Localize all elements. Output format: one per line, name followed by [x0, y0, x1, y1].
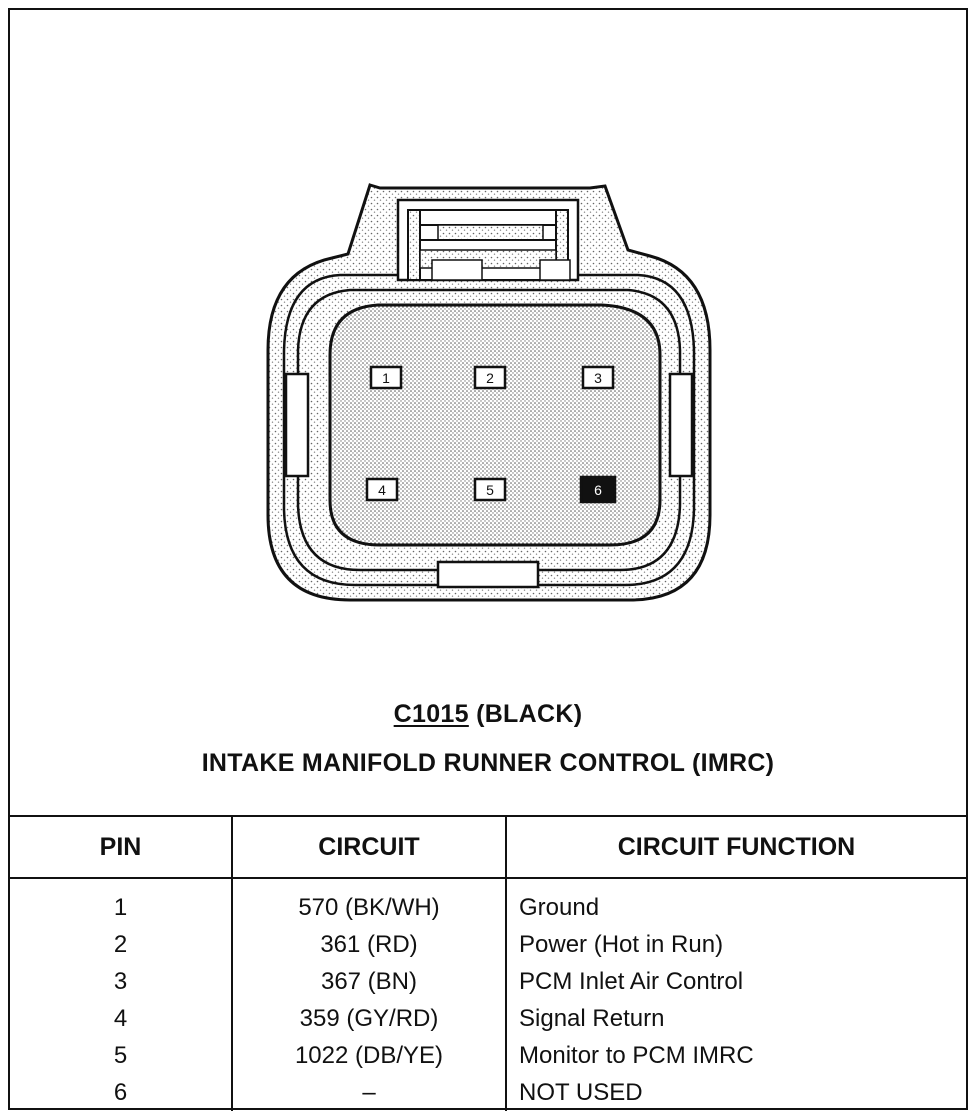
- pin-number: 3: [113, 968, 128, 995]
- circuit-value: 1022 (DB/YE): [231, 1037, 506, 1074]
- circuit-function: Monitor to PCM IMRC: [505, 1037, 966, 1074]
- side-rib-right: [668, 372, 694, 478]
- connector-face-drawing: 1 2 3 4 5 6: [266, 183, 712, 602]
- circuit-value: 367 (BN): [231, 963, 506, 1000]
- pin-5: 5: [473, 477, 507, 502]
- pin-4: 4: [365, 477, 399, 502]
- circuit-value: –: [231, 1074, 506, 1111]
- table-header-row: PIN CIRCUIT CIRCUIT FUNCTION: [10, 815, 966, 879]
- header-pin: PIN: [10, 815, 232, 879]
- table-row: 3 367 (BN) PCM Inlet Air Control: [10, 963, 966, 1000]
- pin-number: 6: [113, 1079, 128, 1106]
- pin-number: 5: [113, 1042, 128, 1069]
- circuit-value: 570 (BK/WH): [231, 878, 506, 926]
- table-row: 6 – NOT USED: [10, 1074, 966, 1111]
- header-circuit: CIRCUIT: [231, 815, 506, 879]
- circuit-value: 361 (RD): [231, 926, 506, 963]
- pin-3: 3: [581, 365, 615, 390]
- circuit-function: Power (Hot in Run): [505, 926, 966, 963]
- locking-latch: [396, 198, 580, 282]
- circuit-function: Signal Return: [505, 1000, 966, 1037]
- connector-id-line: C1015 (BLACK): [10, 700, 966, 729]
- pin-3-label: 3: [594, 370, 602, 386]
- side-rib-left: [284, 372, 310, 478]
- table-row: 2 361 (RD) Power (Hot in Run): [10, 926, 966, 963]
- connector-name: INTAKE MANIFOLD RUNNER CONTROL (IMRC): [201, 749, 775, 777]
- header-circuit-function: CIRCUIT FUNCTION: [505, 815, 966, 879]
- circuit-function: NOT USED: [505, 1074, 966, 1111]
- circuit-function: Ground: [505, 878, 966, 926]
- connector-color: (BLACK): [476, 700, 583, 728]
- circuit-function: PCM Inlet Air Control: [505, 963, 966, 1000]
- table-row: 1 570 (BK/WH) Ground: [10, 878, 966, 926]
- pin-number: 1: [113, 894, 128, 921]
- pin-2: 2: [473, 365, 507, 390]
- pin-number: 4: [113, 1005, 128, 1032]
- pin-1: 1: [369, 365, 403, 390]
- pin-5-label: 5: [486, 482, 494, 498]
- diagram-sheet: 1 2 3 4 5 6 C1015 (BLACK) INTAKE MANIFOL…: [8, 8, 968, 1111]
- pin-face: [328, 303, 662, 547]
- pin-6-label: 6: [594, 482, 602, 498]
- pinout-table: PIN CIRCUIT CIRCUIT FUNCTION 1 570 (BK/W…: [10, 815, 966, 1111]
- pin-1-label: 1: [382, 370, 390, 386]
- pin-4-label: 4: [378, 482, 386, 498]
- connector-housing-ring-inner: [296, 288, 682, 572]
- connector-title-block: C1015 (BLACK) INTAKE MANIFOLD RUNNER CON…: [10, 700, 966, 778]
- table-row: 4 359 (GY/RD) Signal Return: [10, 1000, 966, 1037]
- pin-number: 2: [113, 931, 128, 958]
- connector-id: C1015: [393, 700, 469, 728]
- bottom-key: [436, 560, 540, 589]
- circuit-value: 359 (GY/RD): [231, 1000, 506, 1037]
- connector-housing-ring: [282, 273, 696, 587]
- table-row: 5 1022 (DB/YE) Monitor to PCM IMRC: [10, 1037, 966, 1074]
- pin-6: 6: [579, 475, 617, 504]
- pin-2-label: 2: [486, 370, 494, 386]
